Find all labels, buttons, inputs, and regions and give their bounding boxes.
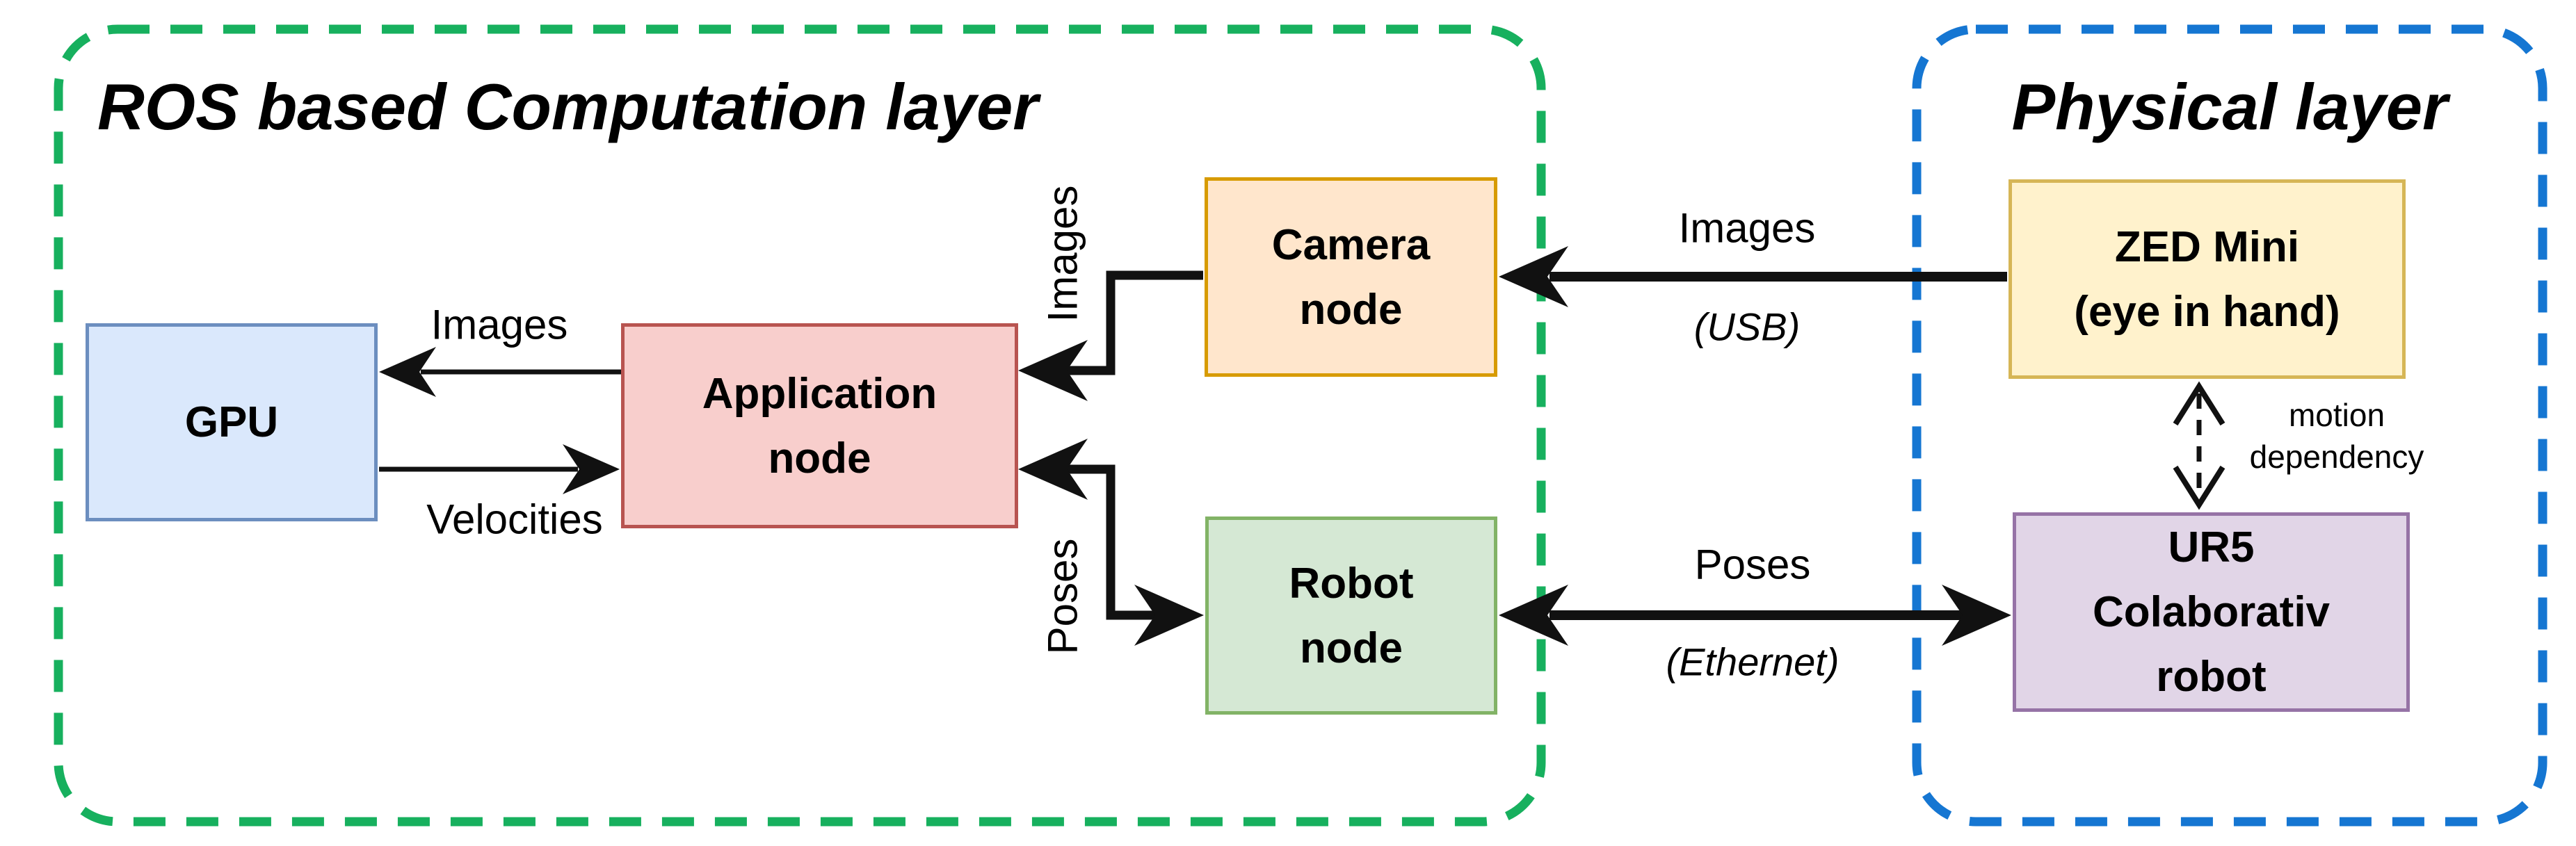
computation-layer-container [54, 24, 1546, 827]
node-zed-mini: ZED Mini (eye in hand) [2009, 179, 2406, 379]
node-ur5: UR5 Colaborativ robot [2013, 512, 2410, 712]
label-ethernet-medium: (Ethernet) [1666, 640, 1840, 684]
edge-poses-app-robot [1018, 439, 1204, 646]
label-poses-app-robot: Poses [1039, 538, 1086, 655]
label-images-app-gpu: Images [430, 301, 568, 348]
edge-motion-dependency [2173, 381, 2225, 510]
label-images-camera-app: Images [1039, 185, 1086, 323]
label-poses-ethernet: Poses [1694, 541, 1811, 588]
node-robot: Robot node [1205, 516, 1497, 715]
computation-layer-title: ROS based Computation layer [97, 70, 1038, 143]
node-camera: Camera node [1205, 177, 1497, 377]
edge-images-zed-to-camera [1499, 246, 2007, 307]
node-application: Application node [621, 323, 1018, 528]
edge-poses-robot-ur5 [1499, 585, 2011, 646]
label-motion-dependency: motion dependency [2249, 397, 2424, 475]
node-gpu: GPU [86, 323, 378, 521]
edge-images-camera-to-app [1018, 270, 1203, 401]
label-usb-medium: (USB) [1693, 304, 1801, 349]
edge-images-app-to-gpu [379, 347, 621, 397]
edge-velocities-gpu-to-app [379, 444, 620, 494]
label-velocities: Velocities [426, 496, 603, 543]
label-images-usb: Images [1678, 204, 1816, 252]
physical-layer-title: Physical layer [2011, 70, 2448, 143]
